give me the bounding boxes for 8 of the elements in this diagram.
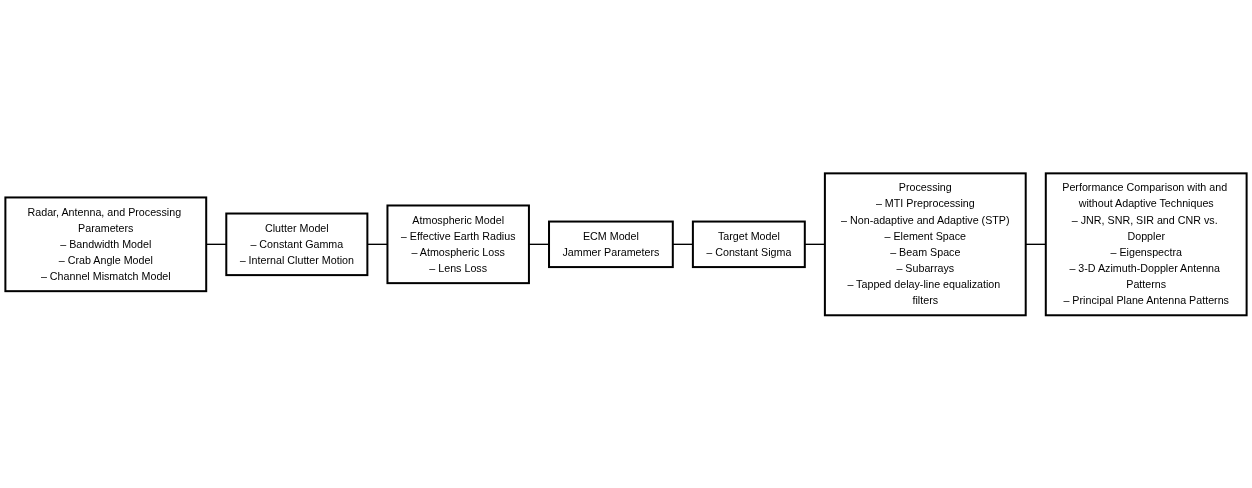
node-box: Performance Comparison with and without Adaptive Techniques – JNR, SNR, SIR and CNR vs. Doppler – Eigenspectra – 3-D Azimuth-Doppler Antenna Patterns – Principal Plane Antenna Patterns <box>1044 172 1248 316</box>
node-box: Target Model – Constant Sigma <box>691 220 806 268</box>
node-box: Processing – MTI Preprocessing – Non-adaptive and Adaptive (STP) – Element Space – Beam Space – Subarrays – Tapped delay-line equalization filters <box>823 172 1027 316</box>
node-box: Radar, Antenna, and Processing Parameters – Bandwidth Model – Crab Angle Model – Channel Mismatch Model <box>4 196 208 292</box>
node-box: ECM Model Jammer Parameters <box>548 220 674 268</box>
node-box: Clutter Model – Constant Gamma – Internal Clutter Motion <box>225 212 369 276</box>
node-box: Atmospheric Model – Effective Earth Radius – Atmospheric Loss – Lens Loss <box>386 204 530 284</box>
connector <box>528 243 550 245</box>
